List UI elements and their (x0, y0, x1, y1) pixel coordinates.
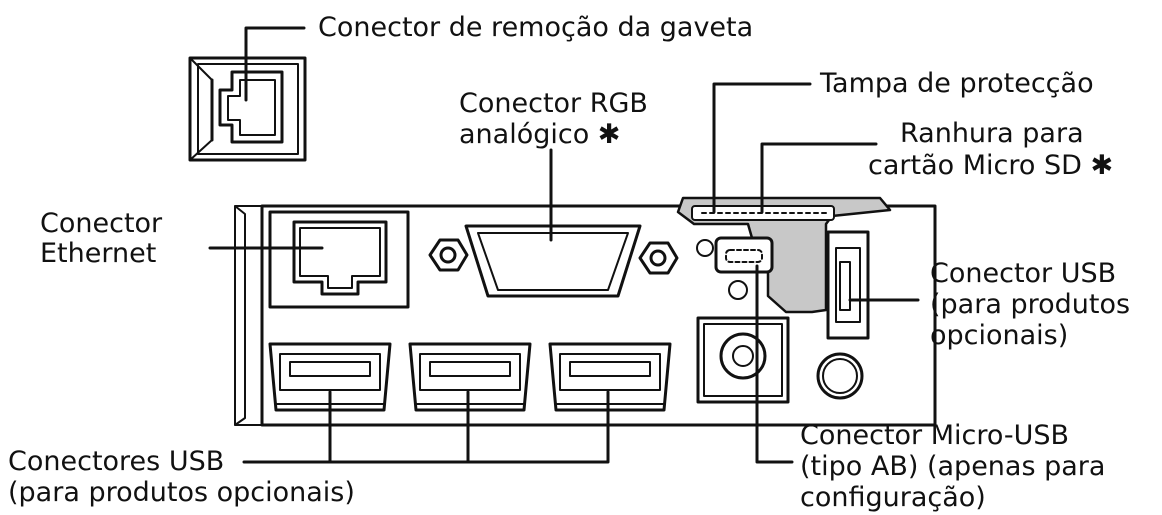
label-rgb-line2: analógico ✱ (459, 119, 620, 150)
micro-usb-port-icon (714, 236, 774, 274)
micro-sd-cover (676, 196, 892, 314)
label-ethernet-line1: Conector (40, 208, 163, 239)
rgb-port-icon (428, 224, 679, 298)
leader-lines (208, 26, 920, 464)
ethernet-port-icon (268, 210, 410, 309)
label-usb-optional-line3: opcionais) (930, 320, 1068, 351)
label-rgb-line1: Conector RGB (459, 88, 648, 119)
usb-vertical-port-icon (826, 230, 870, 340)
drawer-port-icon (188, 56, 307, 162)
power-jack-icon (696, 316, 790, 404)
label-drawer-connector: Conector de remoção da gaveta (318, 12, 753, 43)
label-protection-cover: Tampa de protecção (819, 68, 1094, 99)
label-usb-optional-line2: (para produtos (930, 289, 1130, 320)
label-sd-line1: Ranhura para (900, 118, 1084, 149)
label-usb-multi-line1: Conectores USB (8, 446, 224, 477)
label-sd-line2: cartão Micro SD ✱ (868, 150, 1113, 181)
label-micro-usb-line2: (tipo AB) (apenas para (800, 451, 1105, 482)
label-micro-usb-line3: configuração) (800, 482, 986, 513)
label-ethernet-line2: Ethernet (40, 238, 156, 269)
label-usb-optional-line1: Conector USB (930, 258, 1116, 289)
usb-port-2-icon (408, 342, 532, 412)
usb-port-3-icon (548, 342, 672, 412)
label-micro-usb-line1: Conector Micro-USB (800, 420, 1069, 451)
label-usb-multi-line2: (para produtos opcionais) (8, 477, 355, 508)
